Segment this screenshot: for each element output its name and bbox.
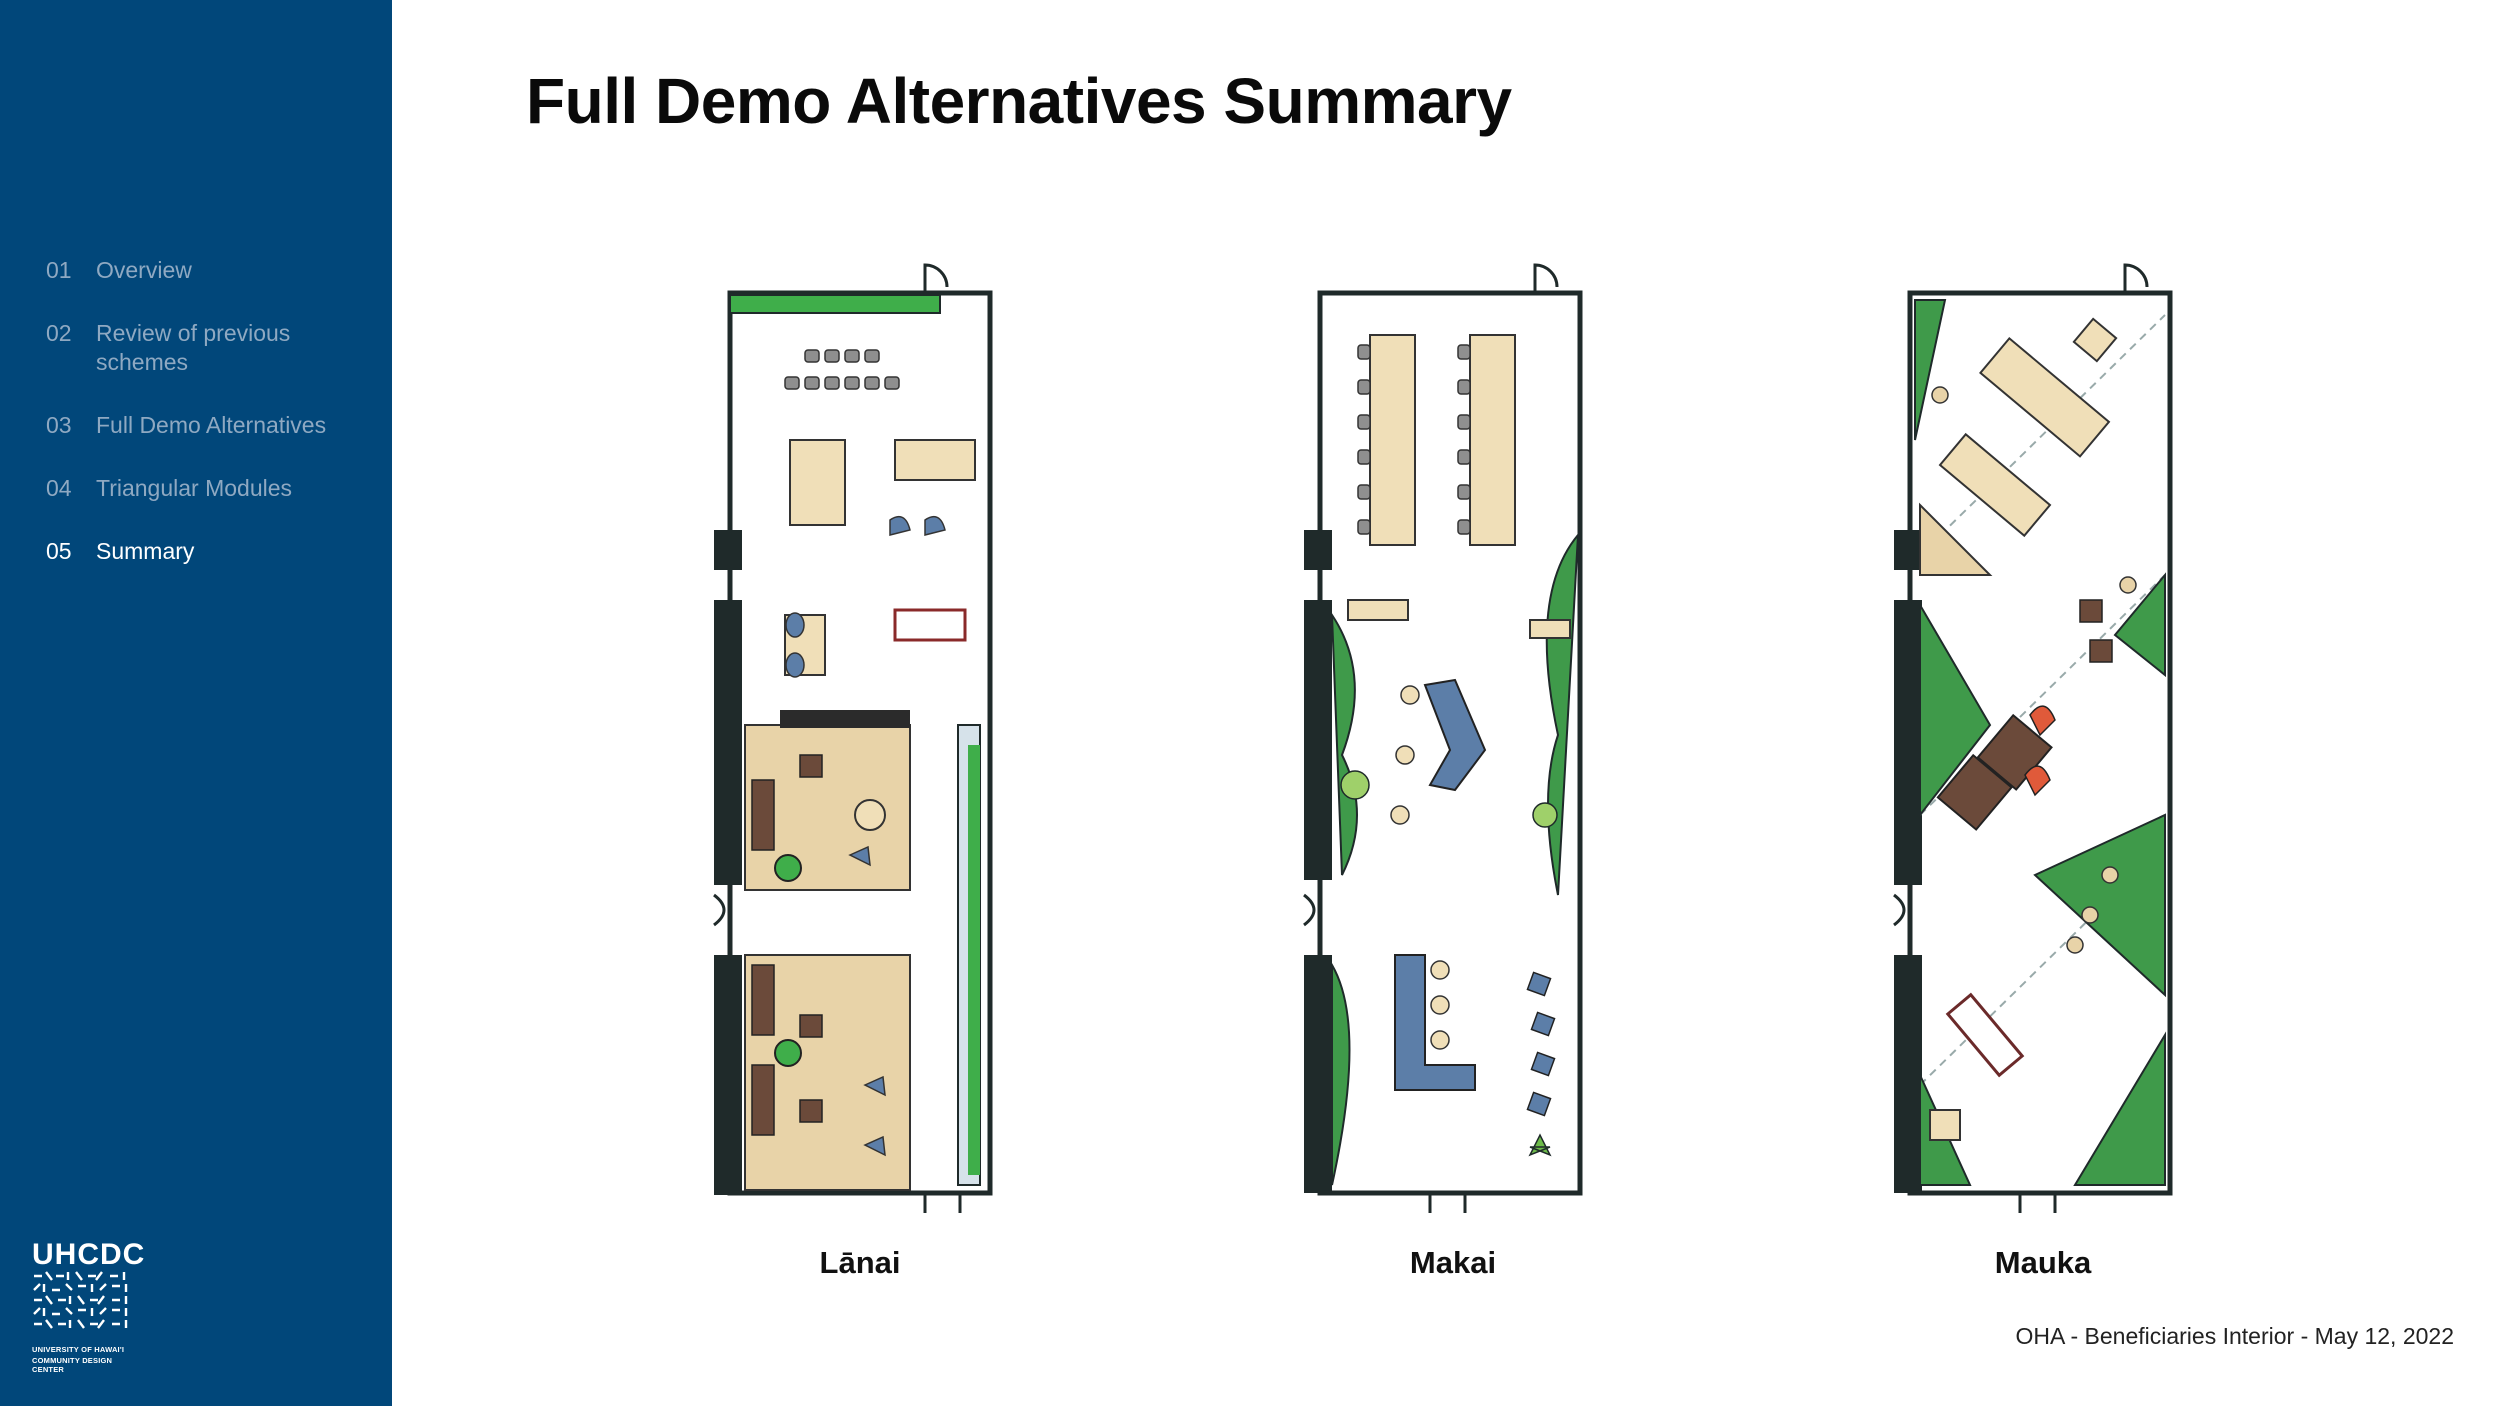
uhcdc-logo: UHCDC UNIVERSITY OF HAWAI'I COMMUNITY DE… (32, 1238, 146, 1375)
logo-pattern-icon (33, 1271, 128, 1329)
nav-item-label: Summary (96, 538, 195, 564)
logo-wordmark: UHCDC (32, 1238, 146, 1271)
nav-item-number: 05 (46, 538, 72, 564)
nav-item-triangular[interactable]: 04 Triangular Modules (46, 474, 376, 503)
nav-item-full-demo[interactable]: 03 Full Demo Alternatives (46, 411, 376, 440)
nav-item-number: 01 (46, 257, 72, 283)
page-title: Full Demo Alternatives Summary (526, 65, 1512, 137)
nav-item-label: Full Demo Alternatives (96, 412, 327, 438)
nav-item-review[interactable]: 02 Review of previous schemes (46, 319, 376, 377)
nav-item-number: 02 (46, 320, 72, 346)
nav-item-label: Overview (96, 257, 192, 283)
floor-plan-mauka (1880, 255, 2210, 1215)
floor-plan-makai-drawing (1303, 263, 1583, 1213)
section-nav: 01 Overview 02 Review of previous scheme… (46, 256, 376, 600)
plan-label-makai: Makai (1409, 1245, 1497, 1280)
nav-item-label: Review of previous schemes (96, 320, 291, 375)
plan-label-lanai: Lānai (819, 1245, 901, 1280)
floor-plan-lanai (700, 255, 1030, 1215)
nav-item-number: 04 (46, 475, 72, 501)
floor-plan-mauka-drawing (1893, 263, 2173, 1213)
sidebar: 01 Overview 02 Review of previous scheme… (0, 0, 392, 1406)
nav-item-summary[interactable]: 05 Summary (46, 537, 376, 566)
floor-plan-makai (1290, 255, 1620, 1215)
floor-plan-lanai-drawing (713, 263, 993, 1213)
logo-caption-line2: COMMUNITY DESIGN CENTER (32, 1356, 113, 1374)
nav-item-label: Triangular Modules (96, 475, 293, 501)
nav-item-overview[interactable]: 01 Overview (46, 256, 376, 285)
footer-text: OHA - Beneficiaries Interior - May 12, 2… (2015, 1323, 2454, 1349)
nav-item-number: 03 (46, 412, 72, 438)
plan-label-mauka: Mauka (1994, 1245, 2092, 1280)
logo-caption-line1: UNIVERSITY OF HAWAI'I (32, 1345, 125, 1354)
